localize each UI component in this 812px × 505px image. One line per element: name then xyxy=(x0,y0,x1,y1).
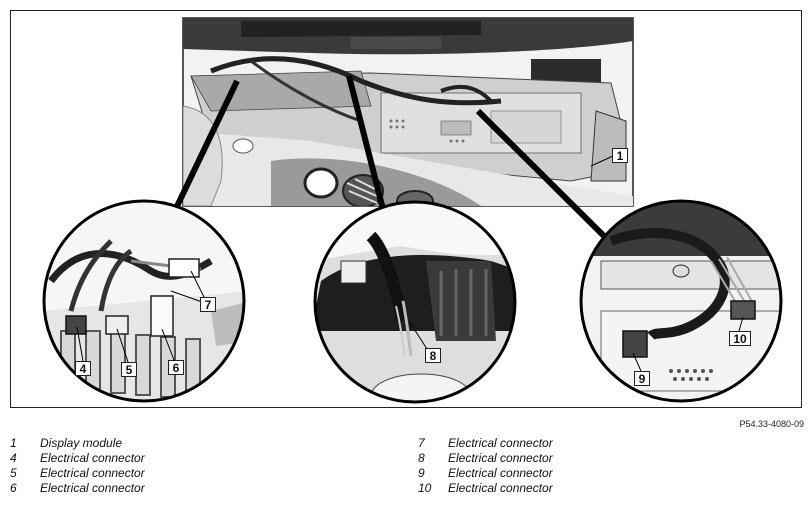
legend-text: Electrical connector xyxy=(40,466,145,480)
legend-text: Electrical connector xyxy=(448,436,553,450)
detail-circle-center xyxy=(313,200,517,404)
legend-item: 6 Electrical connector xyxy=(10,481,145,496)
legend-text: Display module xyxy=(40,436,123,450)
callout-1-leader xyxy=(590,155,614,167)
legend-item: 9 Electrical connector xyxy=(418,466,553,481)
legend-text: Electrical connector xyxy=(40,481,145,495)
legend-text: Electrical connector xyxy=(448,451,553,465)
legend-item: 5 Electrical connector xyxy=(10,466,145,481)
figure-frame: 1 4 5 6 7 8 9 10 xyxy=(10,10,802,408)
legend-number: 5 xyxy=(10,466,17,480)
legend-number: 8 xyxy=(418,451,425,465)
callout-6: 6 xyxy=(168,360,184,375)
legend-number: 4 xyxy=(10,451,17,465)
legend-text: Electrical connector xyxy=(448,466,553,480)
detail-circle-right xyxy=(579,199,783,403)
legend-number: 7 xyxy=(418,436,425,450)
legend-item: 10 Electrical connector xyxy=(418,481,553,496)
legend-item: 8 Electrical connector xyxy=(418,451,553,466)
legend-item: 4 Electrical connector xyxy=(10,451,145,466)
callout-1: 1 xyxy=(612,148,628,163)
callout-9: 9 xyxy=(634,371,650,386)
callout-7: 7 xyxy=(200,297,216,312)
callout-10: 10 xyxy=(729,331,751,346)
legend-item: 7 Electrical connector xyxy=(418,436,553,451)
legend-number: 10 xyxy=(418,481,432,495)
callout-5: 5 xyxy=(121,362,137,377)
legend-text: Electrical connector xyxy=(448,481,553,495)
legend-number: 9 xyxy=(418,466,425,480)
legend-item: 1 Display module xyxy=(10,436,145,451)
legend-text: Electrical connector xyxy=(40,451,145,465)
detail-circle-left xyxy=(42,199,246,403)
callout-8: 8 xyxy=(425,348,441,363)
dashboard-illustration xyxy=(42,17,783,404)
leader-lines xyxy=(166,75,614,246)
main-photo xyxy=(182,17,634,207)
figure-code: P54.33-4080-09 xyxy=(739,419,804,429)
legend-number: 6 xyxy=(10,481,17,495)
callout-4: 4 xyxy=(75,361,91,376)
legend-number: 1 xyxy=(10,436,17,450)
